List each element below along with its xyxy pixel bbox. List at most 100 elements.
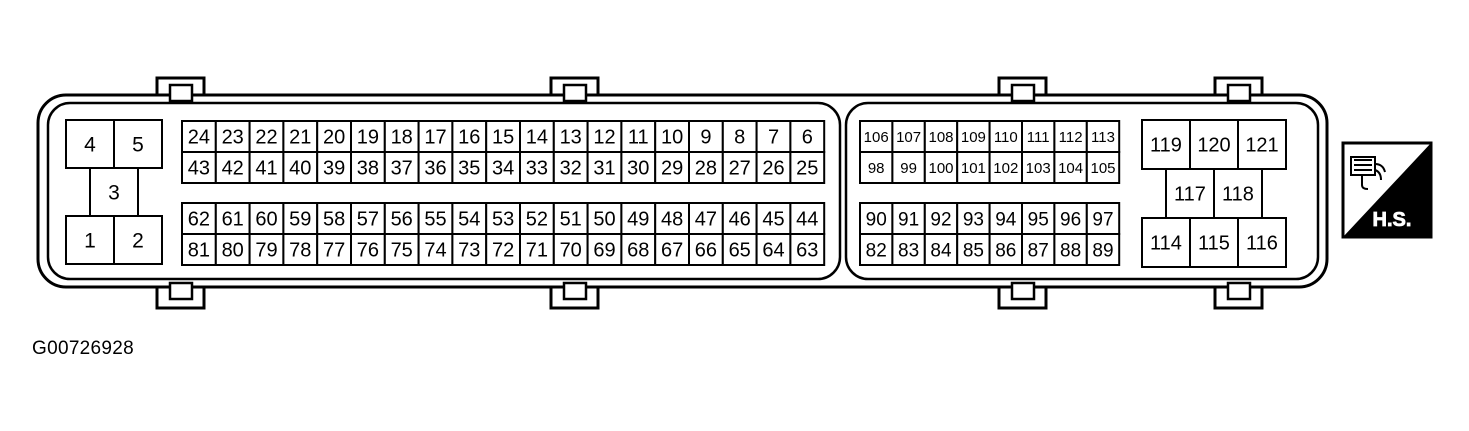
pin-cell-border: [316, 151, 353, 184]
pin-label: 93: [963, 209, 984, 230]
pin-cell: 109: [956, 120, 991, 153]
pin-label: 85: [963, 240, 984, 261]
pin-label: 43: [188, 158, 210, 180]
pin-cell-border: [451, 120, 488, 153]
pin-label: 81: [188, 240, 210, 262]
pin-cell-border: [620, 233, 657, 266]
pin-label: 40: [289, 158, 311, 180]
pin-cell: 41: [248, 151, 285, 184]
pin-label: 121: [1245, 135, 1278, 157]
pin-label: 1: [84, 230, 96, 253]
pin-cell-border: [383, 202, 420, 235]
pin-cell-border: [1053, 120, 1088, 153]
pin-label: 41: [255, 158, 277, 180]
pin-cell: 37: [383, 151, 420, 184]
pin-cell-border: [552, 233, 589, 266]
pin-cell: 116: [1237, 217, 1287, 268]
pin-cell: 7: [755, 120, 792, 153]
pin-cell-border: [1085, 202, 1121, 235]
pin-label: 67: [661, 240, 683, 262]
pin-label: 17: [424, 127, 446, 149]
pin-label: 22: [255, 127, 277, 149]
pin-label: 87: [1028, 240, 1049, 261]
pin-cell: 105: [1085, 151, 1121, 184]
pin-cell-border: [350, 233, 386, 266]
pin-cell: 48: [654, 202, 691, 235]
pin-label: 48: [661, 209, 683, 231]
pin-label: 72: [492, 240, 514, 262]
pin-cell-border: [923, 151, 959, 184]
pin-cell: 74: [417, 233, 454, 266]
pin-cell-border: [789, 202, 826, 235]
pin-cell: 20: [316, 120, 353, 153]
pin-label: 36: [424, 158, 446, 180]
pin-cell-border: [282, 202, 319, 235]
pin-cell-border: [620, 120, 657, 153]
pin-cell: 91: [891, 202, 926, 235]
pin-cell-border: [248, 233, 285, 266]
pin-label: 104: [1058, 160, 1083, 177]
pin-cell-border: [988, 233, 1023, 266]
pin-cell-border: [789, 151, 826, 184]
pin-cell-border: [214, 233, 251, 266]
pin-label: 61: [222, 209, 244, 231]
pin-cell: 32: [552, 151, 589, 184]
pin-cell-border: [65, 119, 115, 169]
pin-cell: 82: [859, 233, 894, 266]
pin-cell: 120: [1189, 119, 1239, 170]
pin-cell: 26: [755, 151, 792, 184]
pin-label: 58: [323, 209, 345, 231]
pin-label: 47: [695, 209, 717, 231]
pin-cell: 42: [214, 151, 251, 184]
pin-label: 20: [323, 127, 345, 149]
pin-label: 80: [222, 240, 244, 262]
pin-label: 76: [357, 240, 379, 262]
pin-label: 105: [1090, 160, 1115, 177]
pin-cell-border: [956, 233, 991, 266]
pin-cell: 35: [451, 151, 488, 184]
pin-cell: 59: [282, 202, 319, 235]
pin-cell: 87: [1021, 233, 1056, 266]
pin-label: 54: [458, 209, 480, 231]
pin-cell: 25: [789, 151, 826, 184]
pin-label: 113: [1091, 129, 1115, 146]
pin-label: 55: [424, 209, 446, 231]
pin-cell: 34: [485, 151, 522, 184]
pin-label: 12: [593, 127, 615, 149]
pin-label: 112: [1059, 129, 1083, 146]
pin-label: 114: [1150, 233, 1182, 255]
pin-label: 15: [492, 127, 514, 149]
pin-label: 3: [108, 182, 120, 205]
pin-label: 91: [898, 209, 919, 230]
pin-label: 102: [993, 160, 1018, 177]
pin-label: 96: [1060, 209, 1081, 230]
pin-label: 28: [695, 158, 717, 180]
pin-cell: 65: [721, 233, 758, 266]
pin-label: 116: [1246, 233, 1278, 255]
pin-cell: 107: [891, 120, 926, 153]
pin-cell: 98: [859, 151, 894, 184]
pin-cell-border: [859, 233, 894, 266]
pin-cell-border: [721, 233, 758, 266]
pin-cell-border: [859, 151, 894, 184]
pin-label: 84: [930, 240, 952, 261]
pin-label: 49: [627, 209, 649, 231]
pin-cell: 46: [721, 202, 758, 235]
pin-cell-border: [721, 151, 758, 184]
pin-cell-border: [1085, 151, 1121, 184]
pin-label: 42: [222, 158, 244, 180]
pin-label: 8: [734, 127, 745, 149]
pin-cell: 79: [248, 233, 285, 266]
pin-cell: 36: [417, 151, 454, 184]
pin-cell: 16: [451, 120, 488, 153]
pin-cell: 88: [1053, 233, 1088, 266]
pin-cell-border: [1189, 119, 1239, 170]
pin-cell-border: [789, 233, 826, 266]
pin-label: 39: [323, 158, 345, 180]
pin-label: 16: [458, 127, 480, 149]
pin-label: 10: [661, 127, 683, 149]
pin-label: 2: [132, 230, 144, 253]
pin-label: 78: [289, 240, 311, 262]
pin-label: 115: [1198, 233, 1230, 255]
pin-cell-border: [214, 120, 251, 153]
